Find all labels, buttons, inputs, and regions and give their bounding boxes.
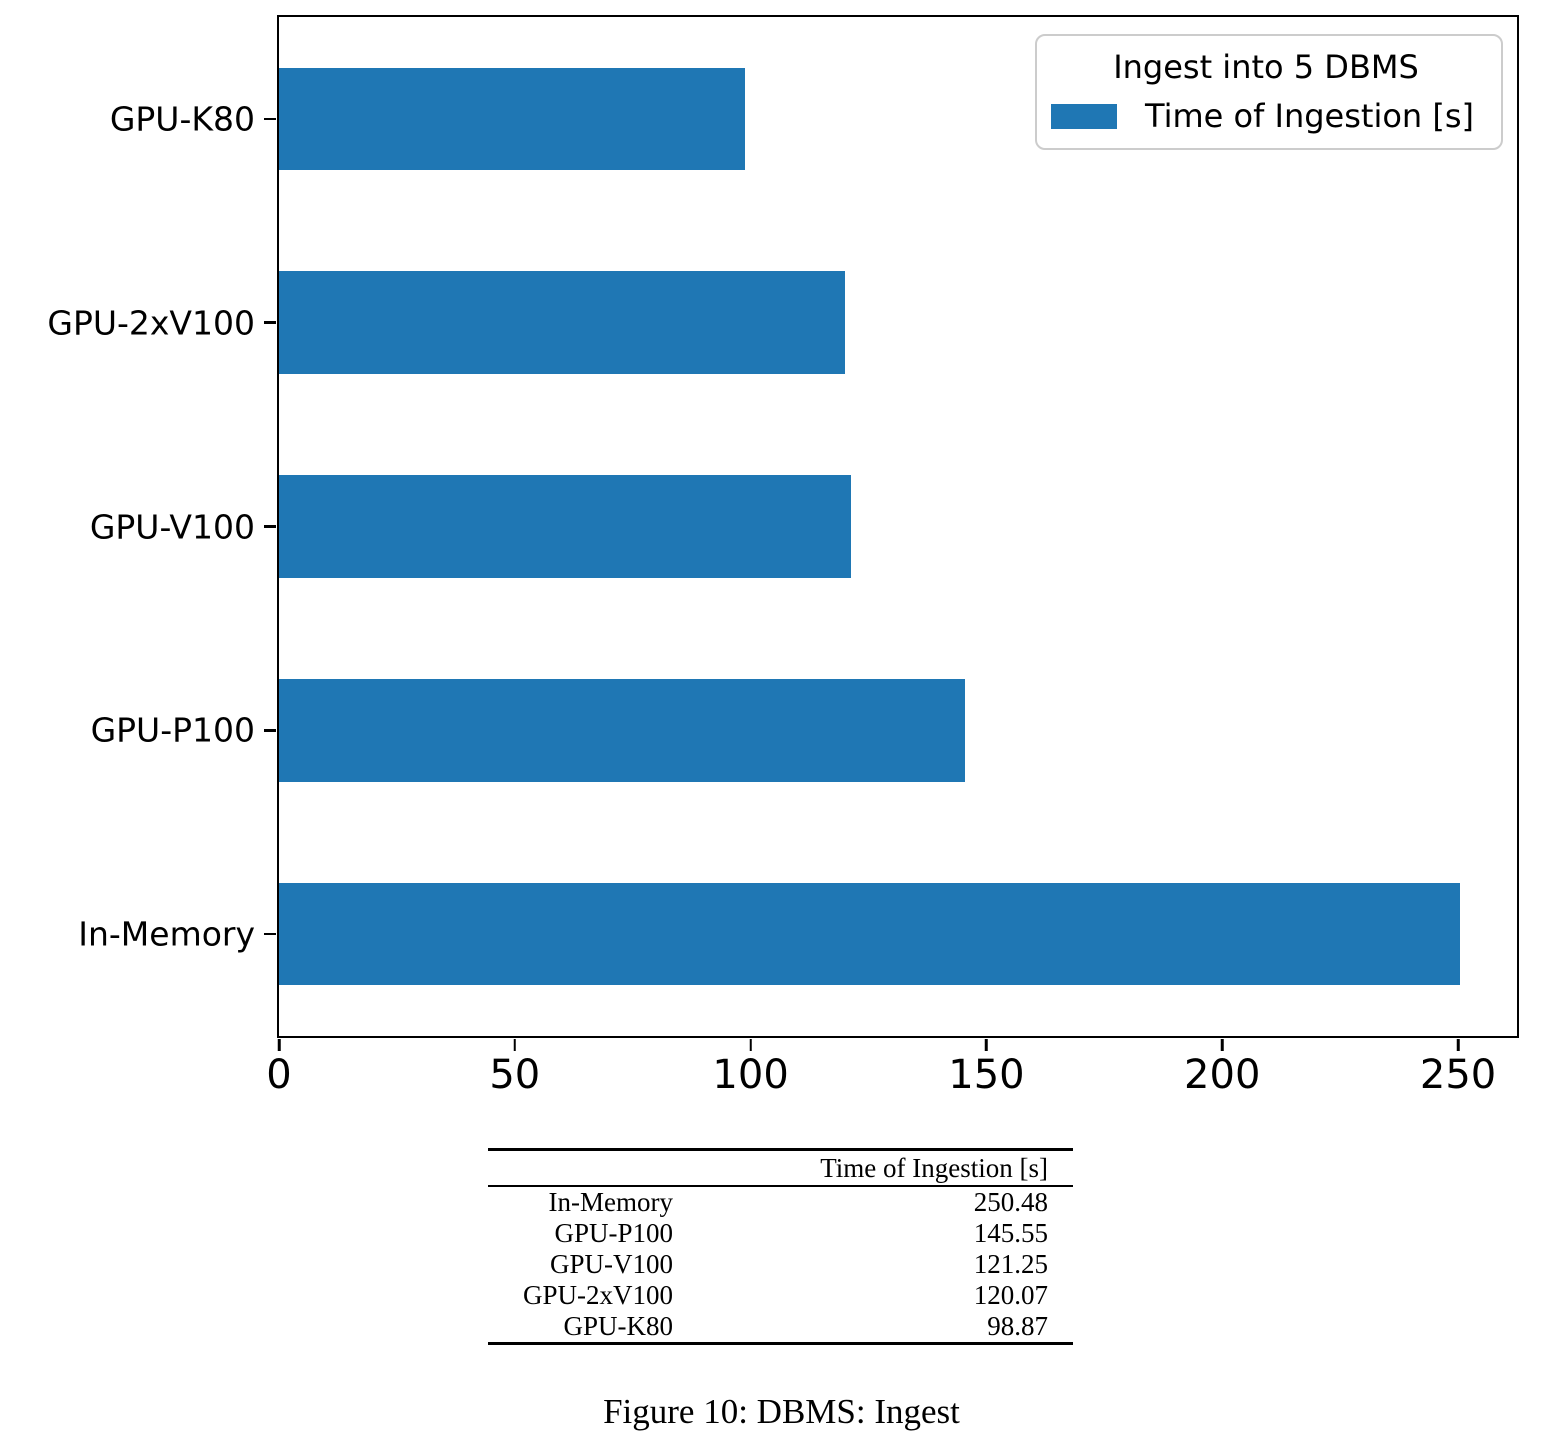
- x-tick-label: 150: [948, 1052, 1025, 1098]
- x-tick-label: 50: [489, 1052, 541, 1098]
- y-tick: [264, 932, 276, 936]
- table-row: GPU-K80 98.87: [488, 1311, 1073, 1344]
- table-row-value: 145.55: [973, 1218, 1048, 1248]
- legend-title: Ingest into 5 DBMS: [1113, 48, 1419, 86]
- table-row-value: 250.48: [973, 1187, 1048, 1217]
- y-tick: [264, 321, 276, 324]
- x-tick-label: 0: [266, 1052, 292, 1098]
- table-row-value: 98.87: [987, 1311, 1048, 1341]
- table-row: GPU-V100 121.25: [488, 1249, 1073, 1280]
- y-tick: [264, 729, 276, 732]
- bar-gpu-p100: [279, 678, 966, 782]
- x-tick: [749, 1039, 752, 1051]
- y-tick-label: GPU-2xV100: [47, 303, 255, 343]
- legend-entry: Time of Ingestion [s]: [1051, 97, 1481, 136]
- x-tick-label: 100: [712, 1052, 789, 1098]
- bar-gpu-v100: [279, 475, 851, 578]
- legend-entry-label: Time of Ingestion [s]: [1145, 97, 1474, 136]
- legend-color-swatch: [1051, 104, 1117, 130]
- y-tick: [264, 117, 276, 121]
- y-tick-label: In-Memory: [78, 914, 255, 954]
- x-tick: [985, 1039, 988, 1051]
- table-row-value: 120.07: [973, 1280, 1048, 1310]
- table-row-value: 121.25: [973, 1249, 1048, 1279]
- x-tick: [513, 1039, 517, 1051]
- x-tick-label: 200: [1184, 1052, 1261, 1098]
- y-tick: [264, 525, 276, 528]
- table-row: In-Memory 250.48: [488, 1186, 1073, 1218]
- table-header-empty: [488, 1150, 673, 1187]
- legend: Ingest into 5 DBMS Time of Ingestion [s]: [1035, 34, 1503, 151]
- table-row-label: GPU-P100: [554, 1218, 673, 1248]
- x-tick: [1456, 1039, 1460, 1051]
- table-row-label: GPU-2xV100: [522, 1280, 673, 1310]
- table-row-label: GPU-V100: [549, 1249, 673, 1279]
- table-header-row: Time of Ingestion [s]: [488, 1149, 1073, 1187]
- bar-gpu-k80: [279, 67, 746, 171]
- table-header-value: Time of Ingestion [s]: [820, 1153, 1048, 1183]
- figure-caption: Figure 10: DBMS: Ingest: [603, 1392, 960, 1431]
- bar-gpu-2xv100: [279, 271, 846, 375]
- y-tick-label: GPU-K80: [109, 99, 255, 139]
- y-tick-label: GPU-V100: [89, 507, 255, 546]
- table-row: GPU-2xV100 120.07: [488, 1280, 1073, 1311]
- x-tick: [277, 1039, 281, 1051]
- table-row: GPU-P100 145.55: [488, 1218, 1073, 1249]
- table-row-label: In-Memory: [548, 1187, 673, 1217]
- x-tick: [1220, 1039, 1224, 1051]
- y-tick-label: GPU-P100: [90, 710, 255, 750]
- bar-in-memory: [279, 882, 1461, 986]
- x-tick-label: 250: [1419, 1052, 1497, 1098]
- table-row-label: GPU-K80: [563, 1311, 673, 1341]
